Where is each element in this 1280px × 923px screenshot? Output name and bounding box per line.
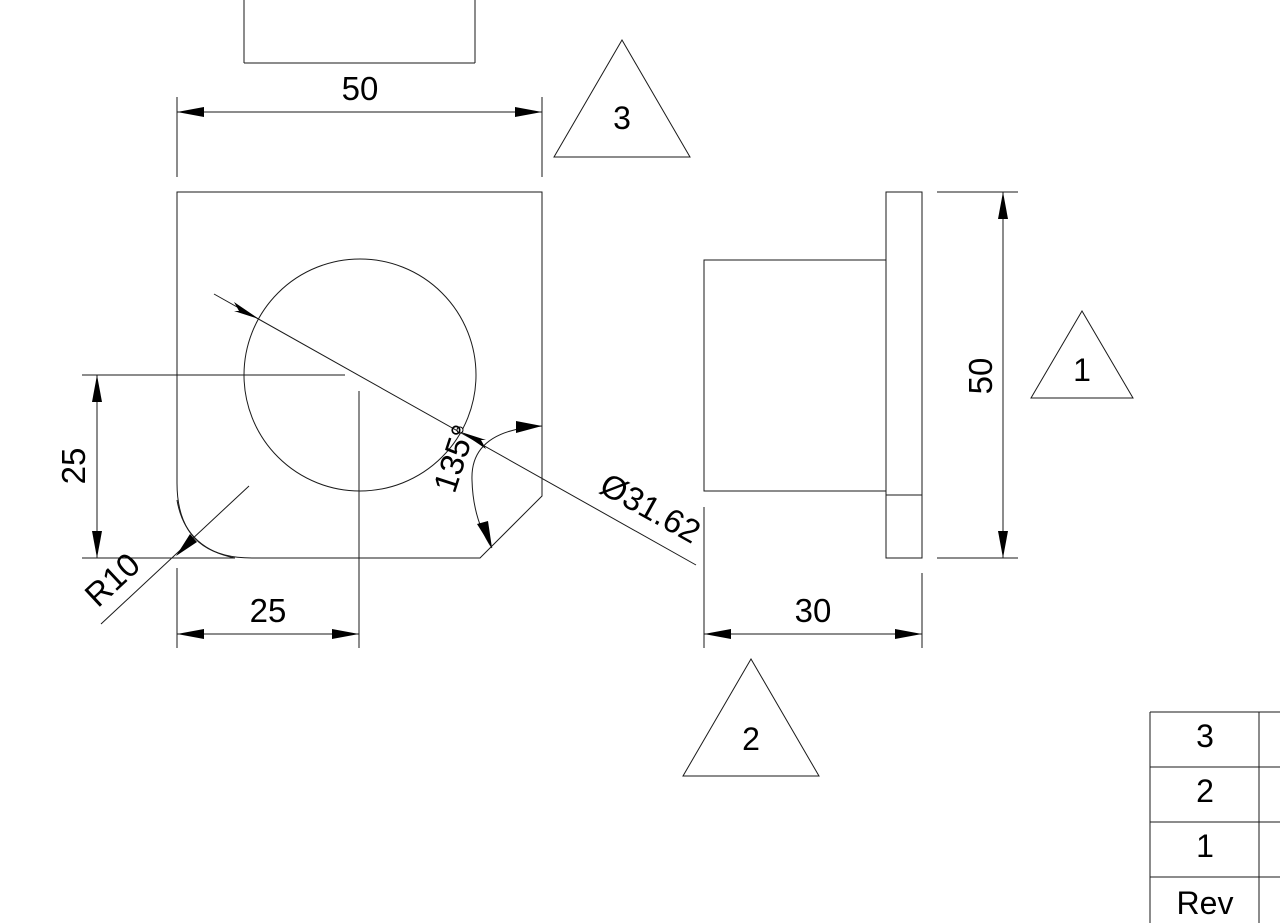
revision-tag-2: 2 bbox=[682, 658, 820, 777]
radius-label: R10 bbox=[77, 545, 147, 613]
side-height-dimension: 50 bbox=[937, 191, 1018, 559]
revision-table-row: 2 bbox=[1196, 773, 1214, 809]
side-height-label: 50 bbox=[962, 358, 999, 395]
diameter-label: Ø31.62 bbox=[594, 466, 707, 551]
revision-table-row: 3 bbox=[1196, 718, 1214, 754]
front-height-label: 25 bbox=[55, 448, 92, 485]
svg-text:1: 1 bbox=[1073, 352, 1091, 388]
front-width-dimension: 50 bbox=[176, 70, 543, 177]
svg-text:3: 3 bbox=[613, 100, 631, 136]
front-view-outline bbox=[82, 191, 543, 648]
revision-table: 3 2 1 Rev bbox=[1149, 711, 1280, 923]
revision-table-row: 1 bbox=[1196, 828, 1214, 864]
front-offset-label: 25 bbox=[250, 592, 287, 629]
front-width-label: 50 bbox=[342, 70, 379, 107]
top-view-outline bbox=[243, 0, 476, 64]
svg-text:2: 2 bbox=[742, 721, 760, 757]
front-offset-dimension: 25 bbox=[176, 568, 359, 648]
side-depth-label: 30 bbox=[795, 592, 832, 629]
revision-tag-1: 1 bbox=[1030, 310, 1134, 399]
revision-tag-3: 3 bbox=[553, 39, 691, 158]
angle-label: 135° bbox=[426, 420, 482, 496]
front-height-dimension: 25 bbox=[55, 375, 235, 559]
revision-table-header: Rev bbox=[1177, 885, 1234, 921]
fillet-guide-arc bbox=[176, 499, 236, 559]
side-view-outline bbox=[703, 191, 923, 559]
side-depth-dimension: 30 bbox=[703, 507, 923, 648]
